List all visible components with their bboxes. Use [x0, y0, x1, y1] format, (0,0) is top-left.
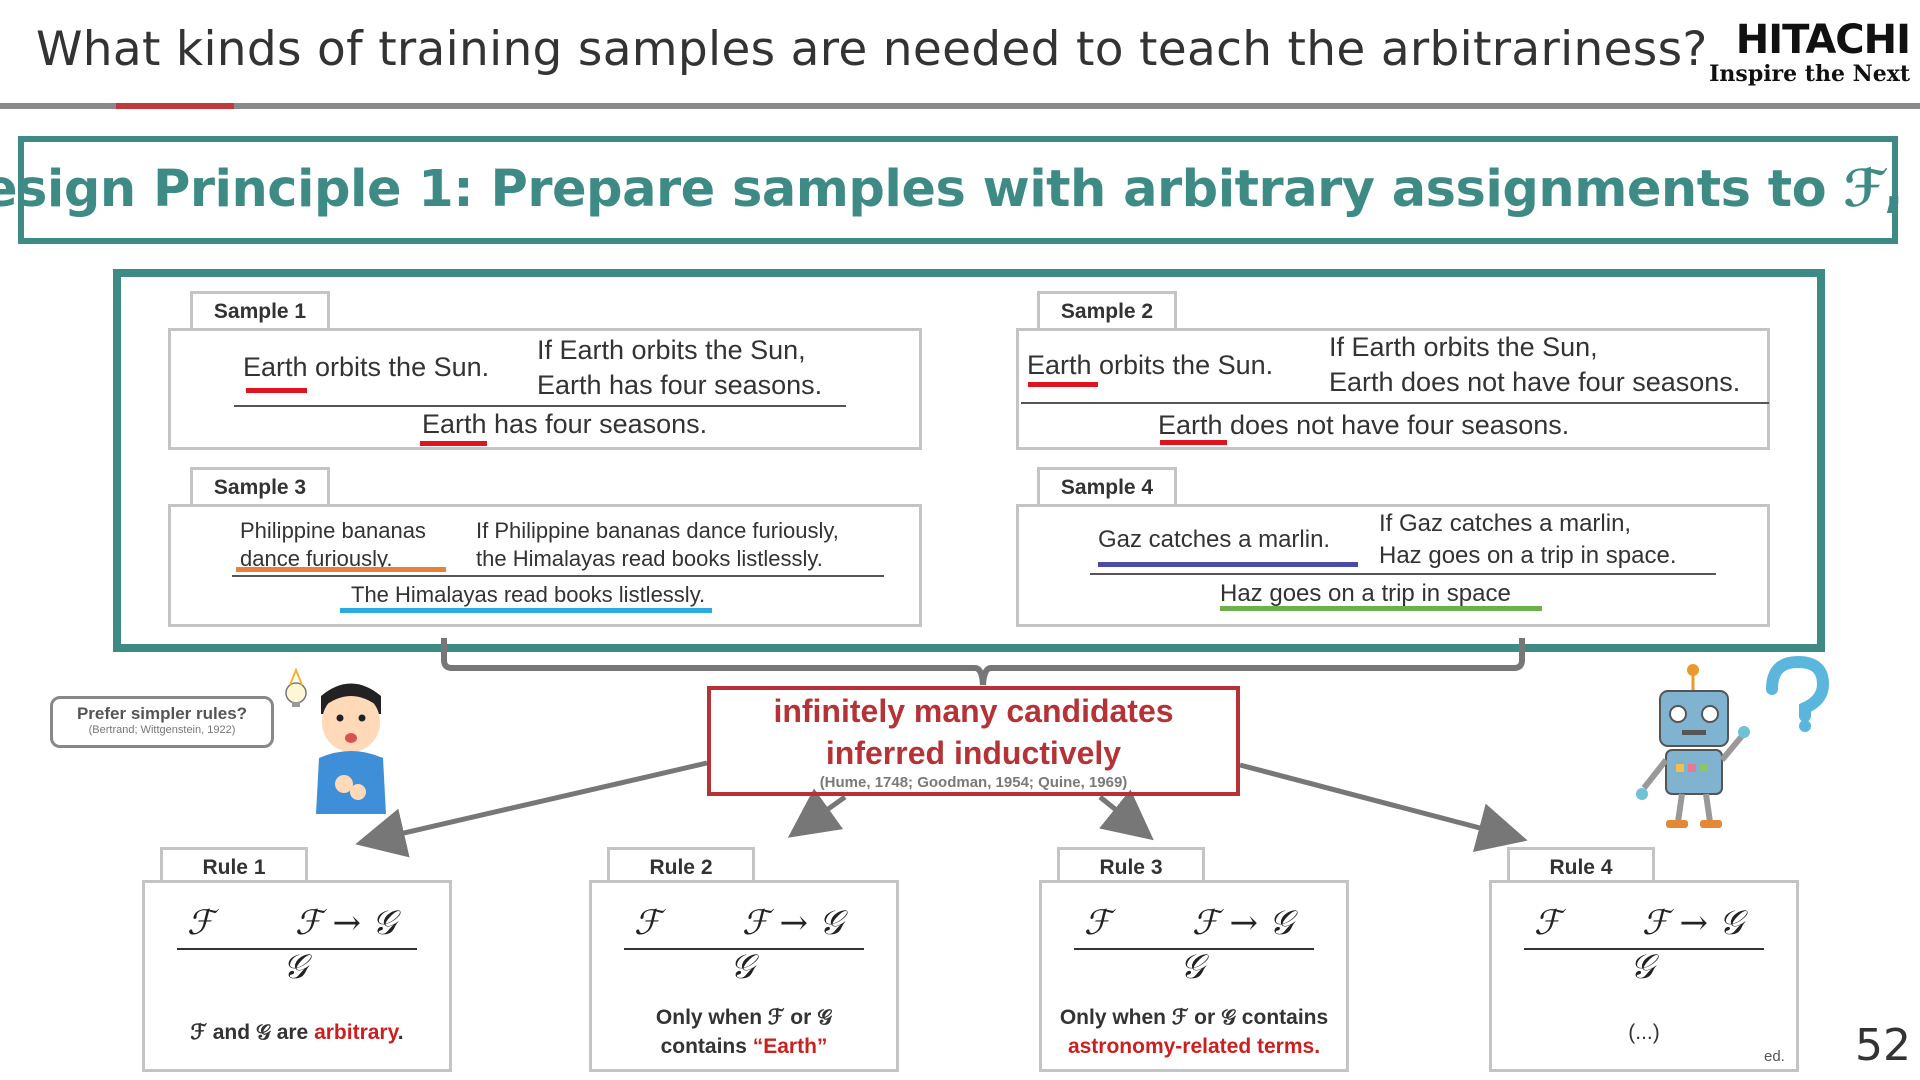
rule-1-premise-implication: ℱ → 𝒢: [295, 903, 397, 943]
samples-frame: [113, 269, 1825, 652]
sample-3-premise-line2: dance furiously.: [240, 546, 393, 571]
rule-4-box: ℱ ℱ → 𝒢 𝒢 (...): [1489, 880, 1799, 1072]
sample-4-premise: Gaz catches a marlin.: [1098, 526, 1331, 553]
rule-1-box: ℱ ℱ → 𝒢 𝒢 ℱ and 𝒢 are arbitrary.: [142, 880, 452, 1072]
rule-2-premise-f: ℱ: [634, 903, 661, 943]
rule-4-inference-line: [1524, 948, 1764, 950]
sample-2-inference-line: [1021, 402, 1769, 404]
sample-3-tab: Sample 3: [190, 467, 330, 507]
lightbulb-icon: [285, 667, 307, 707]
rule-2-premise-implication: ℱ → 𝒢: [742, 903, 844, 943]
sample-3-conclusion-underline: [340, 608, 712, 613]
sample-4-rule-line2: Haz goes on a trip in space.: [1379, 542, 1677, 569]
sample-3-box: [168, 504, 922, 627]
rule-1-description: ℱ and 𝒢 are arbitrary.: [145, 1018, 449, 1047]
sample-3-premise-line1: Philippine bananas: [240, 518, 426, 543]
sample-1-inference-line: [234, 405, 846, 407]
rule-1-conclusion: 𝒢: [283, 947, 308, 987]
sample-3-conclusion: The Himalayas read books listlessly.: [351, 582, 706, 607]
design-principle-box: Design Principle 1: Prepare samples with…: [0, 136, 1920, 244]
sample-2-rule-line1: If Earth orbits the Sun,: [1329, 332, 1598, 362]
rule-1-inference-line: [177, 948, 417, 950]
sample-1-premise: Earth orbits the Sun.: [243, 352, 490, 382]
rule-2-box: ℱ ℱ → 𝒢 𝒢 Only when ℱ or 𝒢 contains “Ear…: [589, 880, 899, 1072]
design-principle-text: Design Principle 1: Prepare samples with…: [0, 160, 1920, 219]
logo-brand: HITACHI: [1735, 17, 1911, 63]
robot-illustration: [1636, 656, 1830, 828]
rule-3-desc-line1: Only when ℱ or 𝒢 contains: [1059, 1006, 1329, 1029]
rule-2-desc-line1: Only when ℱ or 𝒢: [655, 1006, 833, 1029]
rule-3-premise-f: ℱ: [1084, 903, 1111, 943]
sample-1-rule-line2: Earth has four seasons.: [537, 370, 823, 400]
arrow-to-rule-3: [1098, 789, 1154, 841]
sample-4-conclusion-underline: [1220, 606, 1542, 611]
sample-2-tab: Sample 2: [1037, 291, 1177, 331]
rule-3-inference-line: [1074, 948, 1314, 950]
sample-4-premise-underline: [1098, 562, 1358, 567]
sample-3-rule-line1: If Philippine bananas dance furiously,: [476, 518, 839, 543]
sample-4-conclusion: Haz goes on a trip in space: [1220, 580, 1511, 607]
header-divider: [0, 103, 1920, 109]
rule-2-description: Only when ℱ or 𝒢 contains “Earth”: [592, 1003, 896, 1061]
rule-3-description: Only when ℱ or 𝒢 contains astronomy-rela…: [1042, 1003, 1346, 1061]
sample-4-rule-line1: If Gaz catches a marlin,: [1379, 510, 1632, 537]
rule-2-conclusion: 𝒢: [730, 947, 755, 987]
sample-1-conclusion: Earth has four seasons.: [422, 409, 708, 439]
bubble-citation: (Bertrand; Wittgenstein, 1922): [88, 724, 236, 736]
candidates-box: infinitely many candidates inferred indu…: [707, 686, 1240, 796]
sample-1-tab: Sample 1: [190, 291, 330, 331]
sample-4-tab: Sample 4: [1037, 467, 1177, 507]
rule-4-conclusion: 𝒢: [1630, 947, 1655, 987]
page-number: 52: [1855, 1020, 1911, 1071]
sample-2-premise: Earth orbits the Sun.: [1027, 350, 1274, 380]
person-illustration: [285, 667, 386, 814]
rule-1-premise-f: ℱ: [187, 903, 214, 943]
sample-2-conclusion-underline: [1160, 440, 1227, 445]
rule-4-description: (...): [1628, 1021, 1660, 1044]
sample-3-inference-line: [232, 575, 884, 577]
sample-2-rule-line2: Earth does not have four seasons.: [1329, 367, 1741, 397]
copyright-fragment: ed.: [1764, 1048, 1785, 1065]
sample-1-conclusion-underline: [420, 441, 487, 446]
rule-3-desc-highlight: astronomy-related terms.: [1067, 1035, 1321, 1058]
arrow-to-rule-4: [1239, 762, 1528, 853]
rule-3-box: ℱ ℱ → 𝒢 𝒢 Only when ℱ or 𝒢 contains astr…: [1039, 880, 1349, 1072]
rule-3-conclusion: 𝒢: [1180, 947, 1205, 987]
sample-1-premise-underline: [246, 388, 307, 393]
sample-2-conclusion: Earth does not have four seasons.: [1158, 410, 1570, 440]
sample-4-inference-line: [1090, 573, 1716, 575]
rule-4-premise-implication: ℱ → 𝒢: [1642, 903, 1744, 943]
bubble-text: Prefer simpler rules?: [76, 704, 248, 723]
sample-2-box: [1016, 328, 1770, 450]
samples-brace: [441, 638, 1525, 686]
rule-2-inference-line: [624, 948, 864, 950]
arrow-to-rule-1: [355, 760, 708, 858]
header-accent: [116, 103, 234, 109]
rule-4-premise-f: ℱ: [1534, 903, 1561, 943]
question-mark-icon: [1766, 656, 1830, 732]
sample-3-premise-underline: [236, 567, 446, 572]
rule-3-premise-implication: ℱ → 𝒢: [1192, 903, 1294, 943]
speech-bubble: Prefer simpler rules? (Bertrand; Wittgen…: [50, 696, 274, 748]
sample-3-rule-line2: the Himalayas read books listlessly.: [476, 546, 823, 571]
page-title: What kinds of training samples are neede…: [36, 22, 1708, 77]
candidates-line1: infinitely many candidates: [773, 693, 1174, 729]
rule-2-desc-highlight: “Earth”: [752, 1035, 828, 1058]
candidates-citation: (Hume, 1748; Goodman, 1954; Quine, 1969): [819, 774, 1128, 791]
rule-1-desc-highlight: arbitrary: [314, 1021, 398, 1044]
rule-2-desc-line2: contains: [660, 1035, 753, 1058]
rule-1-desc-end: .: [397, 1021, 404, 1044]
sample-1-rule-line1: If Earth orbits the Sun,: [537, 335, 806, 365]
sample-2-premise-underline: [1028, 382, 1098, 387]
candidates-line2: inferred inductively: [825, 735, 1122, 771]
arrow-to-rule-2: [787, 788, 847, 838]
hitachi-logo: HITACHI Inspire the Next: [1690, 17, 1911, 87]
rule-1-desc-text: ℱ and 𝒢 are: [190, 1021, 315, 1044]
logo-tagline: Inspire the Next: [1709, 61, 1910, 87]
